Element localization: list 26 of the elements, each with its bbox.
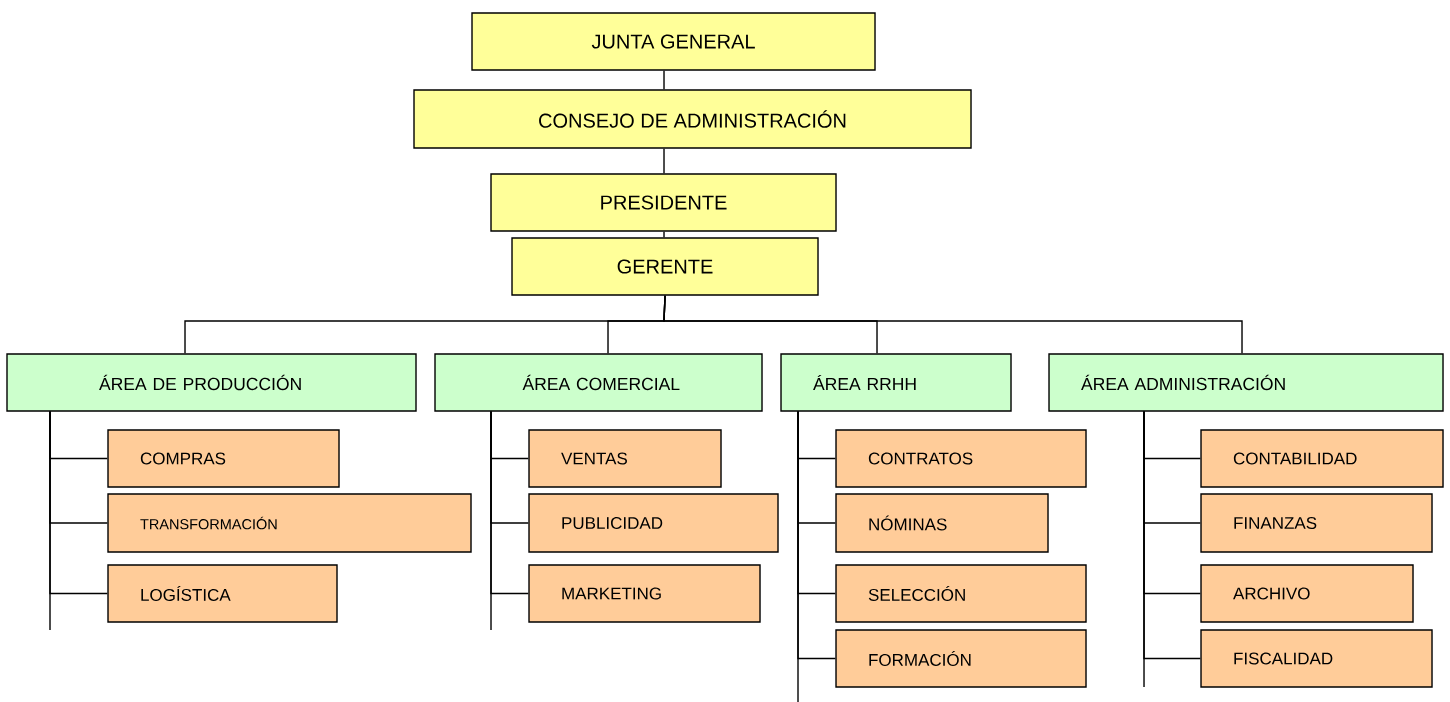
title-box: JUNTA GENERAL — [471, 12, 876, 71]
connector-line — [663, 70, 665, 90]
unit-box: CONTABILIDAD — [1200, 429, 1444, 488]
title-box: GERENTE — [511, 237, 819, 296]
unit-box: FISCALIDAD — [1200, 629, 1433, 688]
connector-line — [663, 148, 665, 174]
unit-box: CONTRATOS — [835, 429, 1087, 488]
unit-box: TRANSFORMACIÓN — [107, 493, 472, 553]
area-box: ÁREA COMERCIAL — [434, 353, 763, 412]
unit-box: SELECCIÓN — [835, 564, 1087, 623]
area-box: ÁREA RRHH — [780, 353, 1012, 412]
unit-box: VENTAS — [528, 429, 722, 488]
area-box: ÁREA ADMINISTRACIÓN — [1048, 353, 1444, 412]
unit-box: NÓMINAS — [835, 493, 1049, 553]
connector-line — [663, 295, 1243, 354]
unit-box: ARCHIVO — [1200, 564, 1414, 623]
unit-box: LOGÍSTICA — [107, 564, 338, 623]
unit-box: MARKETING — [528, 564, 761, 623]
title-box: PRESIDENTE — [490, 173, 837, 232]
connector-line — [663, 231, 665, 238]
unit-box: COMPRAS — [107, 429, 340, 488]
unit-box: PUBLICIDAD — [528, 493, 779, 553]
title-box: CONSEJO DE ADMINISTRACIÓN — [413, 89, 972, 149]
area-box: ÁREA DE PRODUCCIÓN — [6, 353, 417, 412]
unit-box: FINANZAS — [1200, 493, 1433, 553]
unit-box: FORMACIÓN — [835, 629, 1087, 688]
